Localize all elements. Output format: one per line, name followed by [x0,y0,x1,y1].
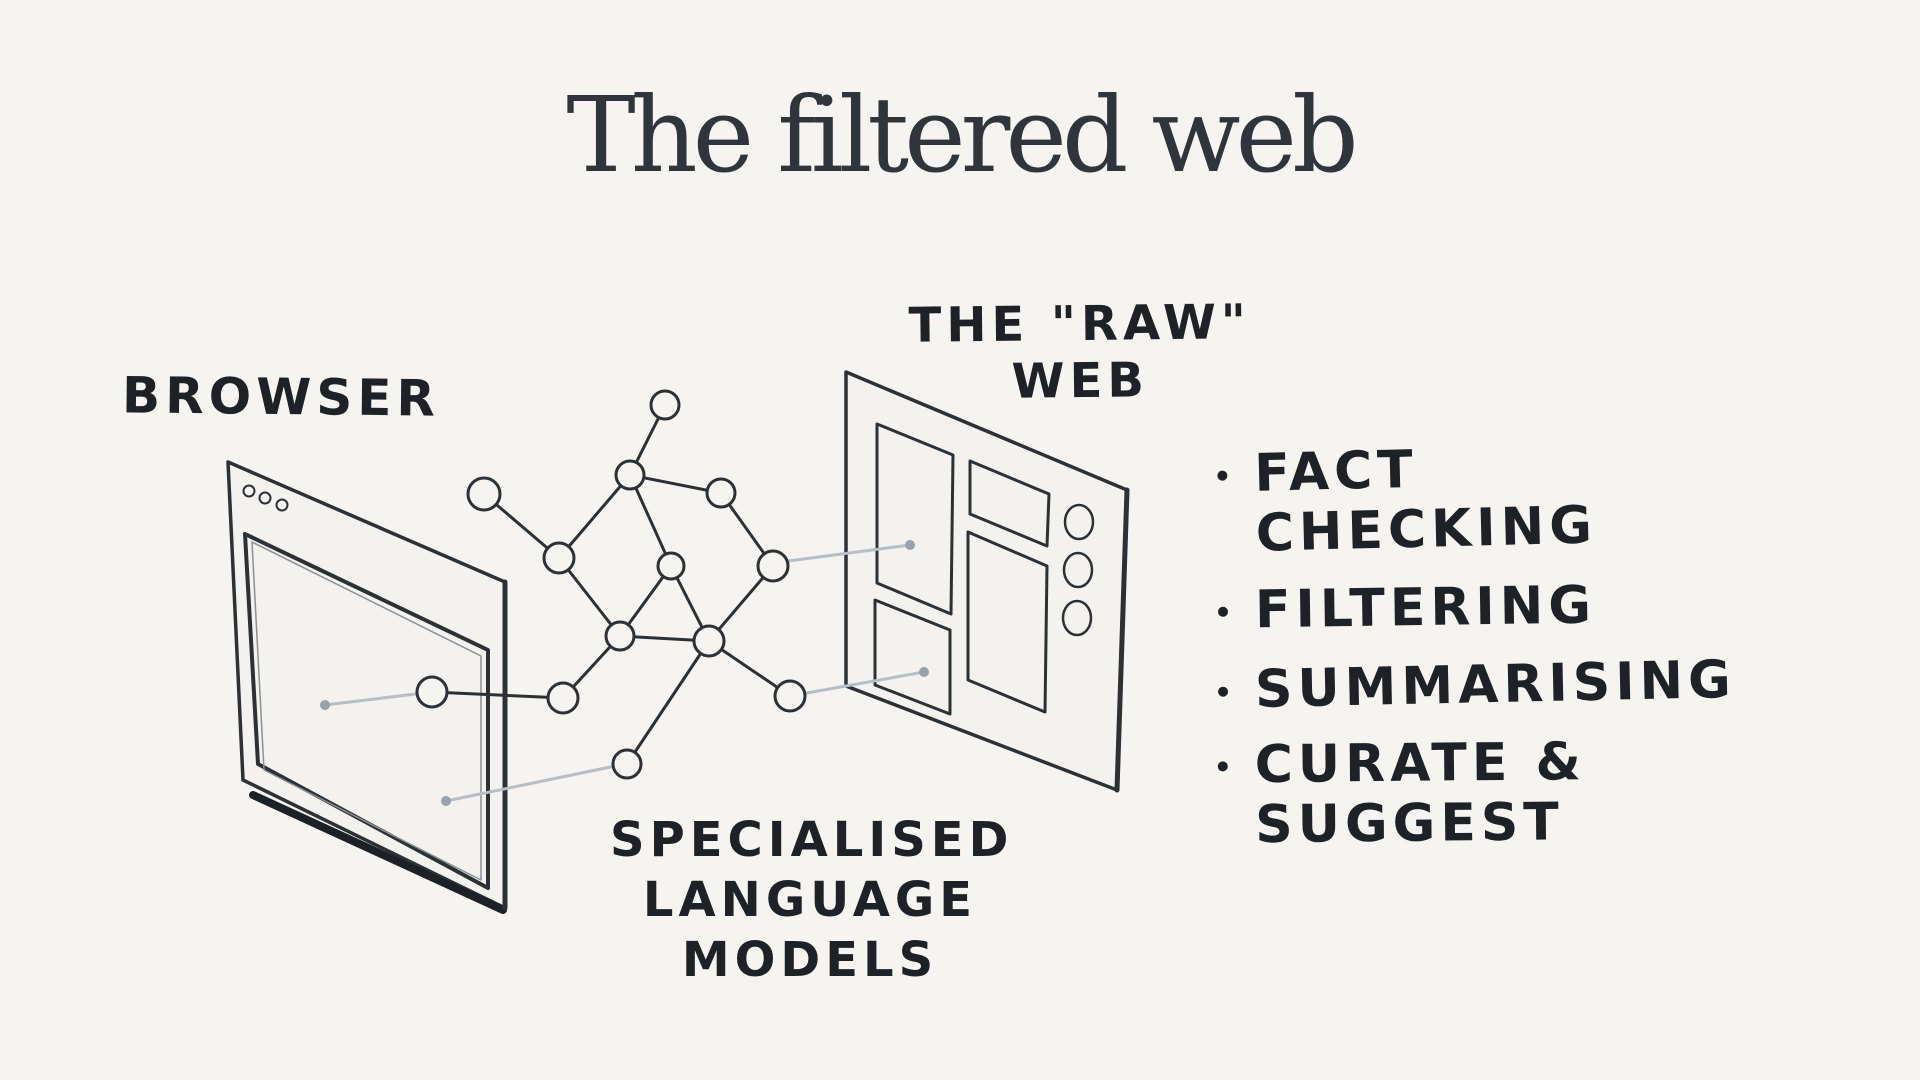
bullet-dot [1217,470,1228,481]
language-models-label-line: LANGUAGE [642,872,978,928]
browser-label: BROWSER [121,366,441,428]
model-network-nodes [415,389,807,780]
network-node [604,620,636,652]
raw-web-label-line: THE "RAW" [908,294,1252,354]
function-list: FACT CHECKING FILTERING SUMMARISING CURA… [1215,438,1775,872]
raw-web-block [966,530,1049,714]
function-item-text: FILTERING [1254,575,1597,640]
network-node [614,459,646,491]
function-item: FILTERING [1215,573,1776,641]
network-node [415,675,449,709]
language-models-label-line: MODELS [681,932,939,988]
raw-web-circle [1061,599,1093,637]
slide-title: The filtered web [566,74,1358,196]
bullet-dot [1217,606,1229,617]
network-node [656,551,686,581]
language-models-label: SPECIALISED LANGUAGE MODELS [610,810,1010,990]
network-node [542,541,576,575]
connector-endpoints [320,540,929,806]
raw-web-circle [1063,503,1095,541]
raw-web-circle [1062,551,1094,589]
window-control-dot [242,484,256,498]
raw-web-block [873,598,952,716]
window-control-dot [258,491,272,505]
function-item: FACT CHECKING [1214,431,1777,565]
raw-web-label-line: WEB [1011,351,1150,410]
network-node [692,624,726,658]
network-node [773,679,807,713]
function-item-text: FACT CHECKING [1253,439,1598,565]
raw-web-page [844,370,1130,793]
network-node [466,476,502,512]
network-node [649,389,681,421]
function-item-text: SUMMARISING [1254,649,1737,720]
browser-window [226,460,508,914]
bullet-dot [1217,686,1229,697]
bullet-dot [1217,761,1228,772]
function-item: SUMMARISING [1214,649,1775,721]
panel-connectors [323,543,926,803]
function-item-text: CURATE & SUGGEST [1254,732,1587,856]
raw-web-block [968,459,1051,548]
function-item: CURATE & SUGGEST [1214,731,1775,857]
window-control-dot [275,498,289,512]
raw-web-label: THE "RAW" WEB [899,294,1260,411]
network-node [756,549,790,583]
network-node [546,681,580,715]
network-node [611,748,643,780]
network-node [705,477,737,509]
language-models-label-line: SPECIALISED [610,812,1014,868]
raw-web-block [875,422,955,616]
